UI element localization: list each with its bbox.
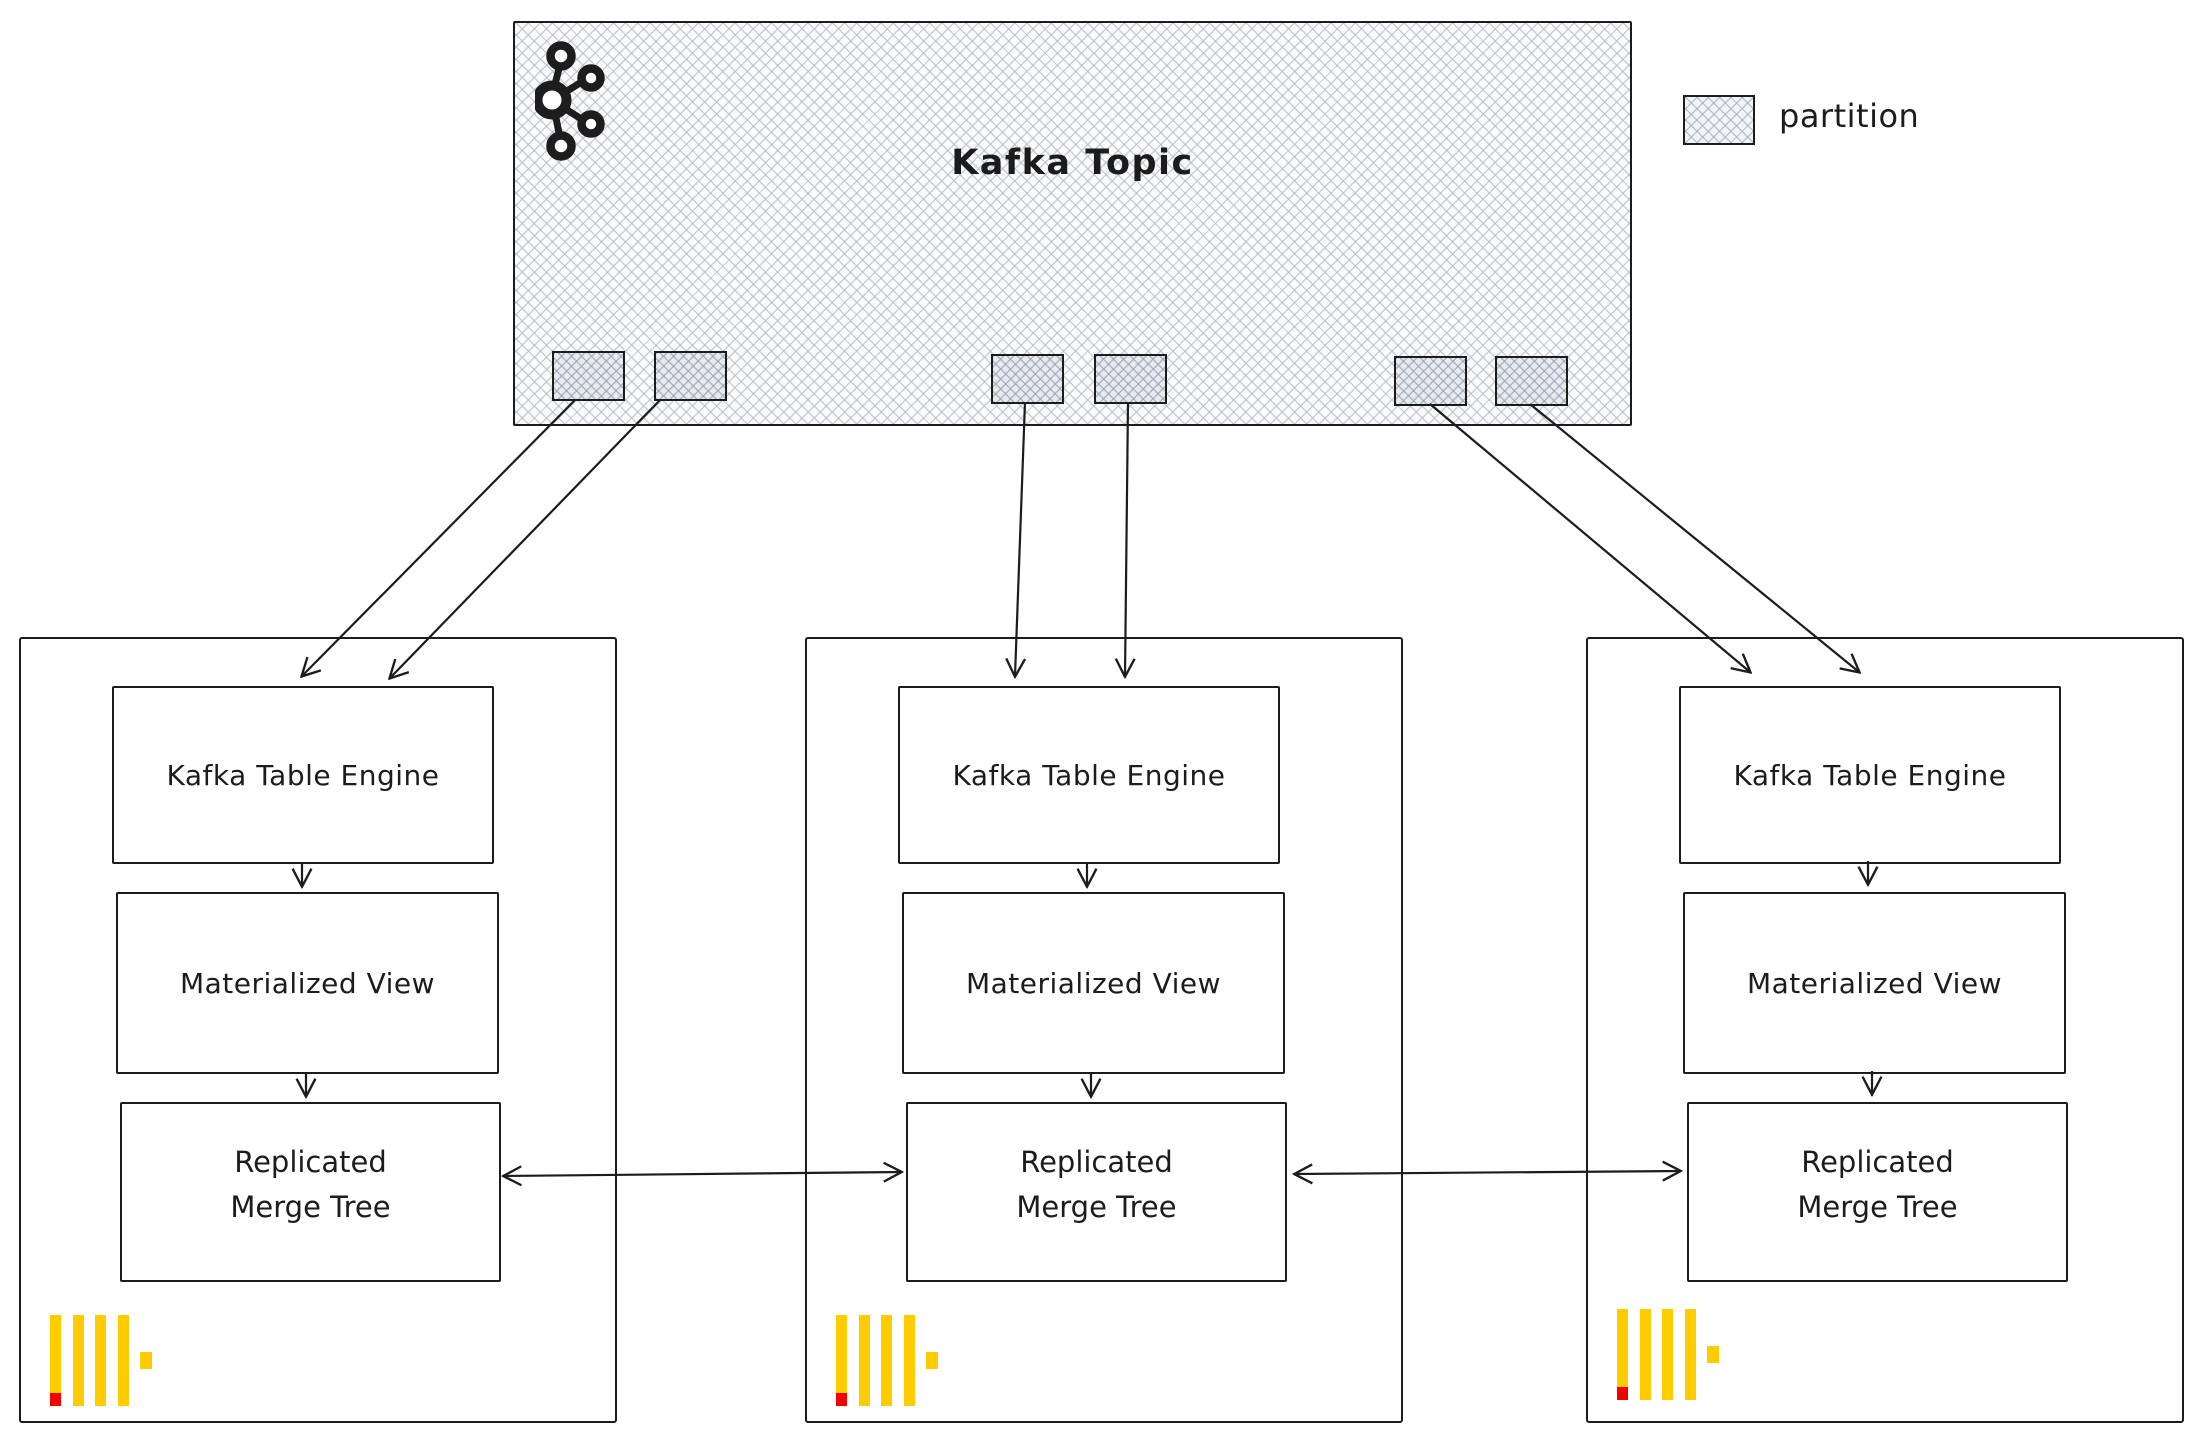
node-3-kafka-table-engine-label: Kafka Table Engine <box>1733 758 2007 792</box>
node-2-materialized-view-box: Materialized View <box>902 892 1285 1074</box>
node-1-kafka-table-engine-box: Kafka Table Engine <box>112 686 494 864</box>
node-2-kafka-table-engine-box: Kafka Table Engine <box>898 686 1280 864</box>
edge-partition2-node2 <box>1015 401 1027 676</box>
partition-swatch-5 <box>1495 356 1568 406</box>
partition-legend-swatch <box>1683 95 1755 145</box>
partition-swatch-4 <box>1394 356 1467 406</box>
node-1-materialized-view-label: Materialized View <box>179 966 436 1000</box>
node-2-replicated-merge-tree-box: Replicated Merge Tree <box>906 1102 1287 1282</box>
node-3-kafka-table-engine-box: Kafka Table Engine <box>1679 686 2061 864</box>
clickhouse-node-2: Kafka Table Engine Materialized View Rep… <box>805 637 1403 1423</box>
partition-swatch-3 <box>1094 354 1167 404</box>
node-3-replicated-merge-tree-label-line1: Replicated <box>1801 1145 1954 1179</box>
node-1-replicated-merge-tree-label-line2: Merge Tree <box>230 1190 391 1224</box>
clickhouse-logo-icon <box>50 1315 152 1406</box>
node-1-replicated-merge-tree-box: Replicated Merge Tree <box>120 1102 501 1282</box>
partition-legend-label: partition <box>1779 97 1920 135</box>
node-3-materialized-view-label: Materialized View <box>1746 966 2003 1000</box>
partition-swatch-0 <box>552 351 625 401</box>
node-3-replicated-merge-tree-label-line2: Merge Tree <box>1797 1190 1958 1224</box>
node-1-replicated-merge-tree-label-line1: Replicated <box>234 1145 387 1179</box>
node-1-kafka-table-engine-label: Kafka Table Engine <box>166 758 440 792</box>
node-3-materialized-view-box: Materialized View <box>1683 892 2066 1074</box>
clickhouse-node-1: Kafka Table Engine Materialized View Rep… <box>19 637 617 1423</box>
partition-swatch-1 <box>654 351 727 401</box>
clickhouse-logo-icon <box>1617 1309 1719 1400</box>
kafka-topic-box: Kafka Topic <box>513 21 1632 426</box>
node-2-kafka-table-engine-label: Kafka Table Engine <box>952 758 1226 792</box>
edge-partition5-node3 <box>1529 403 1859 672</box>
kafka-topic-title: Kafka Topic <box>951 143 1194 183</box>
edge-partition4-node3 <box>1429 403 1750 672</box>
node-2-replicated-merge-tree-label-line1: Replicated <box>1020 1145 1173 1179</box>
clickhouse-logo-icon <box>836 1315 938 1406</box>
kafka-logo-icon <box>535 41 605 161</box>
node-1-materialized-view-box: Materialized View <box>116 892 499 1074</box>
edge-partition3-node2 <box>1125 401 1128 676</box>
node-3-replicated-merge-tree-box: Replicated Merge Tree <box>1687 1102 2068 1282</box>
clickhouse-node-3: Kafka Table Engine Materialized View Rep… <box>1586 637 2184 1423</box>
node-2-materialized-view-label: Materialized View <box>965 966 1222 1000</box>
partition-swatch-2 <box>991 354 1064 404</box>
edge-partition0-node1 <box>302 399 576 676</box>
node-2-replicated-merge-tree-label-line2: Merge Tree <box>1016 1190 1177 1224</box>
